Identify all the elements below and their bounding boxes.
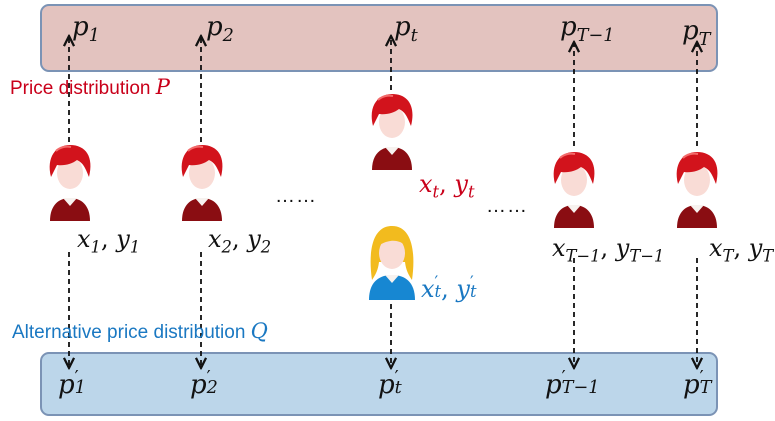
alternative-price-distribution-label: Alternative price distribution Q (12, 319, 268, 343)
price-pT-1: pT−1 (560, 12, 615, 47)
alternative-price-distribution-band (40, 352, 718, 416)
price-p1: p1 (72, 12, 100, 47)
feature-x1-y1: x1, y1 (77, 225, 141, 257)
feature-xT-1-yT-1: xT−1, yT−1 (552, 234, 665, 266)
red-haired-person-icon (676, 152, 718, 228)
alt-price-pT-1: p′T−1 (545, 368, 600, 400)
blonde-person-icon (369, 226, 415, 300)
alt-price-p2: p′2 (190, 368, 218, 400)
red-haired-person-icon (371, 94, 413, 170)
feature-xt-yt: xt, yt (419, 170, 475, 202)
red-haired-person-icon (553, 152, 595, 228)
price-pt: pt (394, 12, 418, 47)
price-distribution-label: Price distribution P (10, 75, 170, 99)
feature-xT-yT: xT, yT (709, 234, 774, 266)
alt-price-p1: p′1 (58, 368, 86, 400)
ellipsis-left: …… (275, 185, 317, 207)
alt-price-pT: p′T (683, 368, 712, 400)
alt-price-pt: p′t (378, 368, 402, 400)
price-pT: pT (682, 16, 711, 51)
red-haired-person-icon (49, 145, 91, 221)
price-distribution-band (40, 4, 718, 72)
red-haired-person-icon (181, 145, 223, 221)
ellipsis-right: …… (486, 195, 528, 217)
feature-x2-y2: x2, y2 (208, 225, 272, 257)
alt-feature-xt-yt: x′t, y′t (421, 273, 477, 303)
price-p2: p2 (206, 12, 234, 47)
